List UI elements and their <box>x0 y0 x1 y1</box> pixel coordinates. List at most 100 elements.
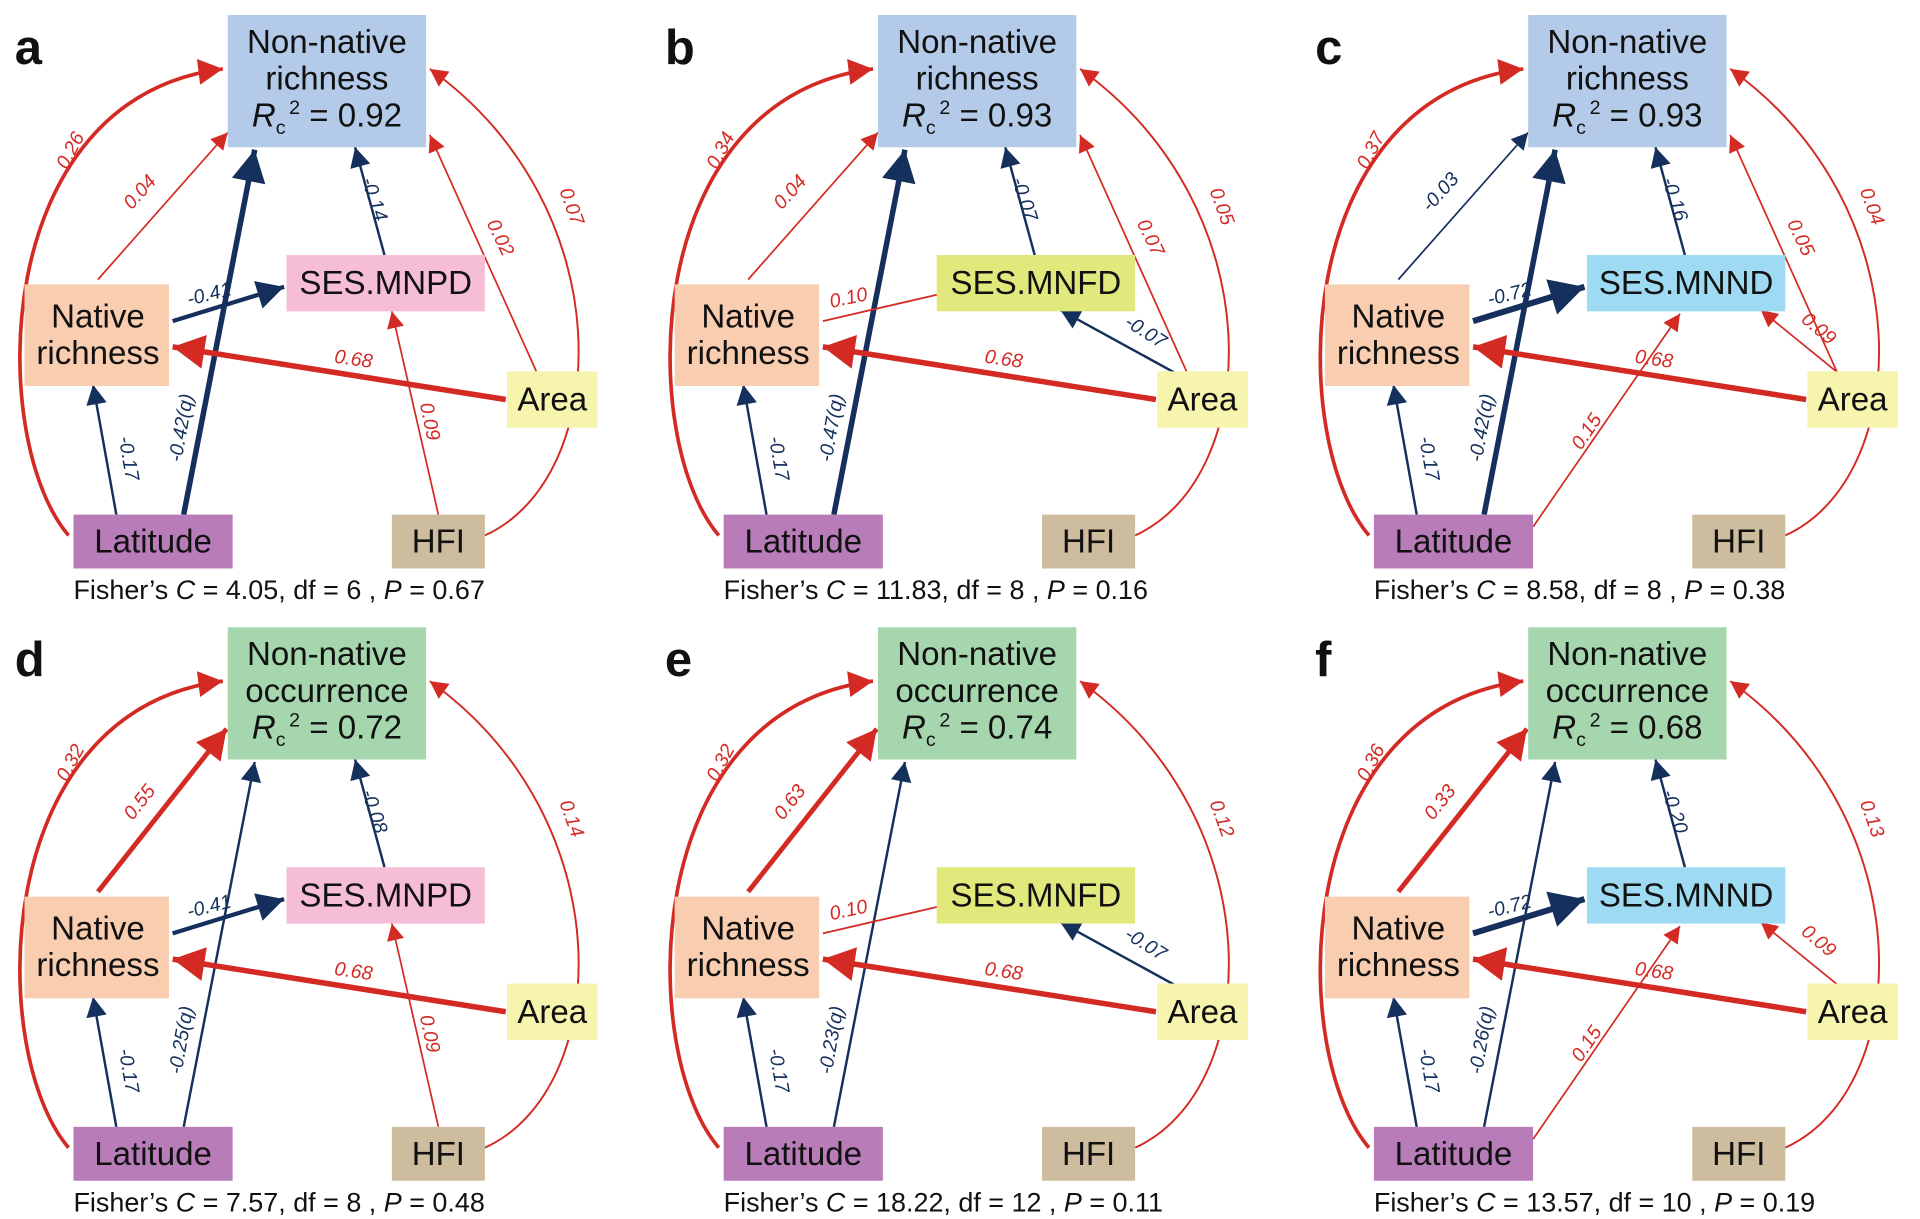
coef-latitude-native: -0.17 <box>764 1047 794 1096</box>
diversity-box <box>936 867 1136 924</box>
coef-area-native: 0.68 <box>1633 346 1674 373</box>
hfi-box <box>1692 1126 1786 1181</box>
edge-native-response-head <box>846 728 877 762</box>
edge-diversity-response-head <box>350 759 371 782</box>
edge-latitude-diversity <box>1532 925 1681 1140</box>
edge-latitude-native <box>1392 996 1418 1128</box>
edge-latitude-native-head <box>86 997 107 1019</box>
hfi-box <box>1692 514 1786 569</box>
hfi-label: HFI <box>1712 1136 1765 1173</box>
edge-latitude-native-head <box>736 384 757 406</box>
edge-native-response <box>97 131 229 281</box>
latitude-box <box>73 1126 233 1181</box>
diversity-box <box>286 867 485 924</box>
diversity-label: SES.MNPD <box>299 265 472 302</box>
area-box <box>1807 983 1898 1040</box>
response-r2: Rc2 = 0.92 <box>252 97 402 139</box>
hfi-box <box>1042 514 1136 569</box>
edge-hfi-diversity <box>391 923 440 1128</box>
edge-latitude-native <box>742 384 768 515</box>
coef-latitude-response-q: -0.25(q) <box>165 1004 199 1075</box>
edge-hfi-response-head <box>429 68 450 87</box>
edge-native-response <box>1396 727 1529 894</box>
native-line1: Native <box>701 298 795 335</box>
edge-hfi-response-head <box>1080 68 1100 87</box>
edge-latitude-native <box>1392 384 1418 515</box>
coef-diversity-response: -0.14 <box>357 175 392 224</box>
coef-latitude-response-q: -0.23(q) <box>815 1004 849 1075</box>
edge-latitude-response <box>1318 679 1524 1149</box>
diversity-box <box>1586 255 1786 312</box>
edge-latitude-response-q-head <box>231 149 266 185</box>
panel-f: f0.360.130.33-0.26(q)-0.170.68-0.72-0.20… <box>1315 627 1898 1217</box>
native-line1: Native <box>1352 298 1446 335</box>
coef-latitude-diversity: 0.15 <box>1567 1022 1607 1066</box>
hfi-label: HFI <box>412 1136 465 1173</box>
coef-latitude-response: 0.32 <box>702 741 739 785</box>
edge-diversity-response-head <box>1000 147 1021 169</box>
edge-latitude-response-q <box>1482 761 1557 1128</box>
edge-area-diversity <box>1760 921 1840 987</box>
response-line1: Non-native <box>1547 24 1707 61</box>
coef-area-diversity: 0.09 <box>1797 308 1840 349</box>
coef-area-response: 0.07 <box>1132 216 1169 261</box>
coef-diversity-response: -0.20 <box>1657 787 1692 836</box>
native-line1: Native <box>51 911 145 948</box>
edge-area-response-head <box>1078 135 1095 154</box>
edge-area-native <box>822 956 1157 1015</box>
response-r2: Rc2 = 0.93 <box>1552 97 1702 139</box>
diversity-box <box>1586 867 1786 924</box>
response-line1: Non-native <box>897 636 1057 673</box>
edge-hfi-response <box>429 680 580 1149</box>
edge-native-diversity-head <box>254 281 285 309</box>
edge-area-diversity-head <box>1760 310 1780 328</box>
edge-latitude-native-head <box>1386 384 1408 406</box>
response-box <box>1528 627 1727 760</box>
edge-hfi-response-head <box>1730 681 1750 699</box>
latitude-label: Latitude <box>94 524 212 561</box>
edge-area-diversity-head <box>1060 310 1083 329</box>
response-r2: Rc2 = 0.68 <box>1552 709 1702 751</box>
edge-area-native <box>172 344 507 403</box>
edge-latitude-response <box>18 67 224 537</box>
coef-native-response: 0.04 <box>769 171 811 214</box>
edge-latitude-response-q <box>182 761 256 1128</box>
coef-hfi-response: 0.14 <box>554 797 588 840</box>
edge-area-diversity-head <box>1760 922 1780 940</box>
edge-area-native <box>822 344 1157 403</box>
edge-native-response <box>96 727 229 894</box>
native-richness-box <box>674 896 820 999</box>
latitude-box <box>723 1126 883 1181</box>
coef-hfi-response: 0.12 <box>1205 797 1239 840</box>
coef-native-diversity: 0.10 <box>828 896 870 925</box>
edge-native-diversity-head <box>1546 891 1585 927</box>
edge-hfi-diversity <box>391 311 440 515</box>
edge-area-native-head <box>822 335 857 369</box>
edge-latitude-diversity <box>1532 313 1681 528</box>
panel-label: f <box>1315 633 1332 687</box>
edge-area-response <box>1729 134 1838 372</box>
edge-latitude-response-q-head <box>240 761 262 784</box>
hfi-label: HFI <box>1062 524 1115 561</box>
edge-area-native-head <box>172 947 207 981</box>
area-box <box>506 983 598 1040</box>
coef-hfi-response: 0.05 <box>1205 185 1239 228</box>
edge-latitude-native-head <box>86 384 107 406</box>
fisher-stat: Fisher’s C = 11.83, df = 8 , P = 0.16 <box>724 575 1148 605</box>
coef-hfi-response: 0.04 <box>1855 185 1889 228</box>
edge-diversity-response-head <box>1650 147 1671 169</box>
diversity-label: SES.MNFD <box>951 265 1122 302</box>
edge-latitude-diversity-head <box>1663 313 1680 333</box>
edge-latitude-response-q-head <box>1532 149 1566 185</box>
edge-latitude-response <box>1318 67 1524 537</box>
coef-latitude-native: -0.17 <box>114 1047 144 1096</box>
panel-label: a <box>15 21 43 75</box>
coef-area-native: 0.68 <box>1633 958 1674 985</box>
response-box <box>877 15 1077 148</box>
coef-area-native: 0.68 <box>983 958 1024 985</box>
fisher-stat: Fisher’s C = 7.57, df = 8 , P = 0.48 <box>73 1187 484 1217</box>
native-richness-box <box>1324 284 1470 387</box>
coef-latitude-native: -0.17 <box>1414 1047 1444 1096</box>
